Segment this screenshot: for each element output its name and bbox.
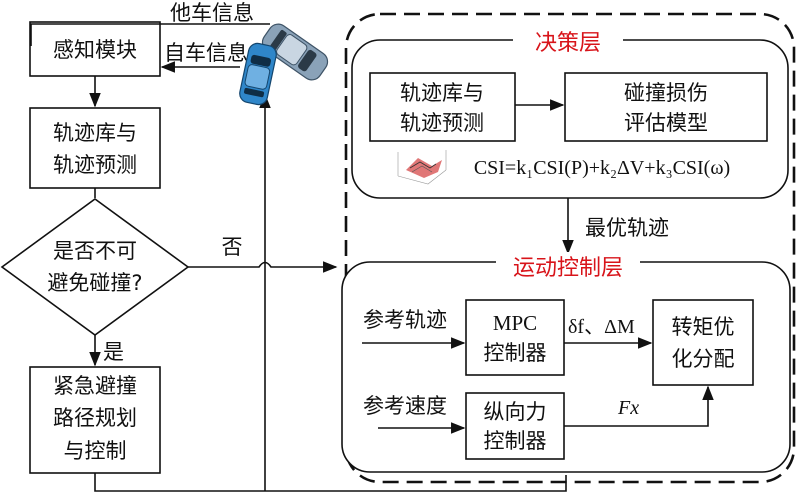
delta-label: δf、ΔM xyxy=(568,316,635,338)
perception-module-label: 感知模块 xyxy=(53,38,137,62)
longitudinal-label-1: 纵向力 xyxy=(484,400,547,424)
arrow-no-to-control xyxy=(188,261,338,273)
decision-trajectory-label-1: 轨迹库与 xyxy=(400,81,484,105)
torque-label-1: 转矩优 xyxy=(672,315,735,339)
mpc-controller-box xyxy=(465,299,565,376)
left-trajectory-label-1: 轨迹库与 xyxy=(53,121,137,145)
decision-trajectory-box xyxy=(369,72,516,142)
decision-layer-title: 决策层 xyxy=(535,31,601,56)
control-layer-title-bg xyxy=(496,252,640,278)
reference-speed-label: 参考速度 xyxy=(363,394,447,418)
own-vehicle-icon xyxy=(239,42,277,106)
left-trajectory-label-2: 轨迹预测 xyxy=(53,153,137,177)
mpc-label: MPC xyxy=(493,311,537,335)
surface-plot-thumbnail xyxy=(397,150,447,185)
arrow-longitudinal-to-torque xyxy=(564,385,714,427)
csi-formula: CSI=k₁CSI(P)+k₂ΔV+k₃CSI(ω) xyxy=(474,157,730,179)
motion-control-layer-title: 运动控制层 xyxy=(513,256,623,281)
collision-decision-diamond xyxy=(0,198,190,336)
other-vehicle-info-label: 他车信息 xyxy=(170,1,254,25)
perception-module-box xyxy=(29,21,161,77)
dashed-system-boundary xyxy=(344,12,796,484)
other-vehicle-info-line xyxy=(30,23,270,46)
own-vehicle-info-label: 自车信息 xyxy=(164,41,248,65)
mpc-controller-label: 控制器 xyxy=(484,341,547,365)
emergency-label-3: 与控制 xyxy=(64,439,127,463)
collision-damage-box xyxy=(564,72,768,142)
emergency-label-2: 路径规划 xyxy=(53,406,137,430)
emergency-avoidance-box xyxy=(29,366,161,474)
torque-label-2: 化分配 xyxy=(672,347,735,371)
fx-label: Fx xyxy=(617,397,639,419)
decision-label-1: 是否不可 xyxy=(53,239,137,263)
no-label: 否 xyxy=(222,235,243,259)
collision-damage-label-1: 碰撞损伤 xyxy=(624,81,708,105)
other-vehicle-icon xyxy=(261,23,329,81)
reference-trajectory-label: 参考轨迹 xyxy=(363,308,447,332)
yes-label: 是 xyxy=(103,340,124,364)
left-trajectory-box xyxy=(29,107,161,189)
optimal-trajectory-label: 最优轨迹 xyxy=(585,216,669,240)
collision-damage-label-2: 评估模型 xyxy=(624,111,708,135)
decision-layer-title-bg xyxy=(513,28,623,54)
emergency-label-1: 紧急避撞 xyxy=(53,374,137,398)
longitudinal-force-controller-box xyxy=(465,392,565,460)
longitudinal-label-2: 控制器 xyxy=(484,429,547,453)
decision-label-2: 避免碰撞? xyxy=(47,271,142,295)
torque-allocation-box xyxy=(652,299,754,386)
decision-trajectory-label-2: 轨迹预测 xyxy=(400,111,484,135)
bottom-feedback-line xyxy=(94,473,567,492)
